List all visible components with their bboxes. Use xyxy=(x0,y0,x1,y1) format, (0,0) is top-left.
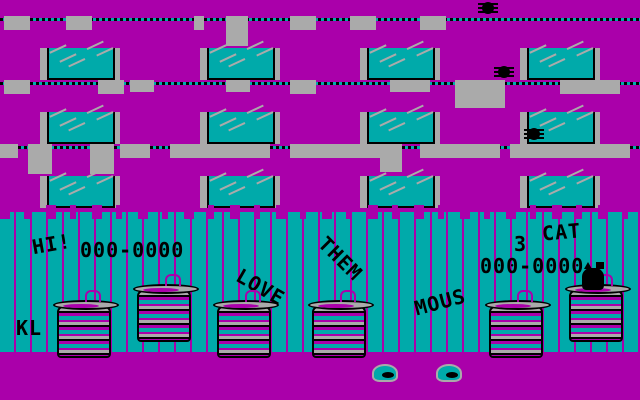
cat-player xyxy=(582,262,604,290)
lives-count: 3 xyxy=(514,232,528,256)
window[interactable] xyxy=(40,112,120,144)
spider-icon xyxy=(494,66,514,78)
player-label: CAT xyxy=(541,218,583,246)
laundry-underwear xyxy=(390,80,430,92)
laundry-sock xyxy=(194,16,204,30)
fish-icon xyxy=(372,364,398,382)
laundry-pants xyxy=(455,80,505,108)
laundry-shirt xyxy=(120,144,150,158)
laundry-shirt xyxy=(4,80,30,94)
window[interactable] xyxy=(520,176,600,208)
laundry-underwear xyxy=(130,80,154,92)
laundry-pants xyxy=(380,144,402,172)
fence-top xyxy=(0,205,640,219)
window[interactable] xyxy=(360,48,440,80)
window[interactable] xyxy=(200,48,280,80)
laundry-socks xyxy=(290,80,316,94)
window[interactable] xyxy=(200,112,280,144)
window[interactable] xyxy=(40,48,120,80)
laundry-socks xyxy=(350,16,376,30)
laundry-socks xyxy=(420,144,500,158)
trash-can[interactable] xyxy=(53,290,119,358)
laundry-underwear xyxy=(290,144,400,158)
hi-score-value: 000-0000 xyxy=(80,238,185,262)
laundry-pants xyxy=(90,144,114,174)
mouse-icon xyxy=(524,128,544,140)
laundry-shirt xyxy=(4,16,30,30)
clothesline xyxy=(0,82,640,85)
laundry-pants xyxy=(226,16,248,46)
laundry-socks xyxy=(98,80,124,94)
laundry-shirt xyxy=(420,16,446,30)
window[interactable] xyxy=(360,112,440,144)
clothesline xyxy=(0,18,640,21)
laundry-shirt xyxy=(510,144,630,158)
window[interactable] xyxy=(40,176,120,208)
window[interactable] xyxy=(200,176,280,208)
trash-can[interactable] xyxy=(485,290,551,358)
trash-can[interactable] xyxy=(133,274,199,342)
fish-icon xyxy=(436,364,462,382)
trash-can[interactable] xyxy=(213,290,279,358)
laundry-underwear xyxy=(0,144,18,158)
laundry-underwear xyxy=(226,80,250,92)
graffiti-initials: KL xyxy=(16,316,43,340)
laundry-socks xyxy=(290,16,316,30)
laundry-pants xyxy=(28,144,52,174)
window[interactable] xyxy=(360,176,440,208)
laundry-socks xyxy=(170,144,270,158)
spider-icon xyxy=(478,2,498,14)
laundry-socks xyxy=(66,16,92,30)
score-value: 000-0000 xyxy=(480,254,585,278)
trash-can[interactable] xyxy=(308,290,374,358)
laundry-socks xyxy=(560,80,620,94)
window[interactable] xyxy=(520,48,600,80)
